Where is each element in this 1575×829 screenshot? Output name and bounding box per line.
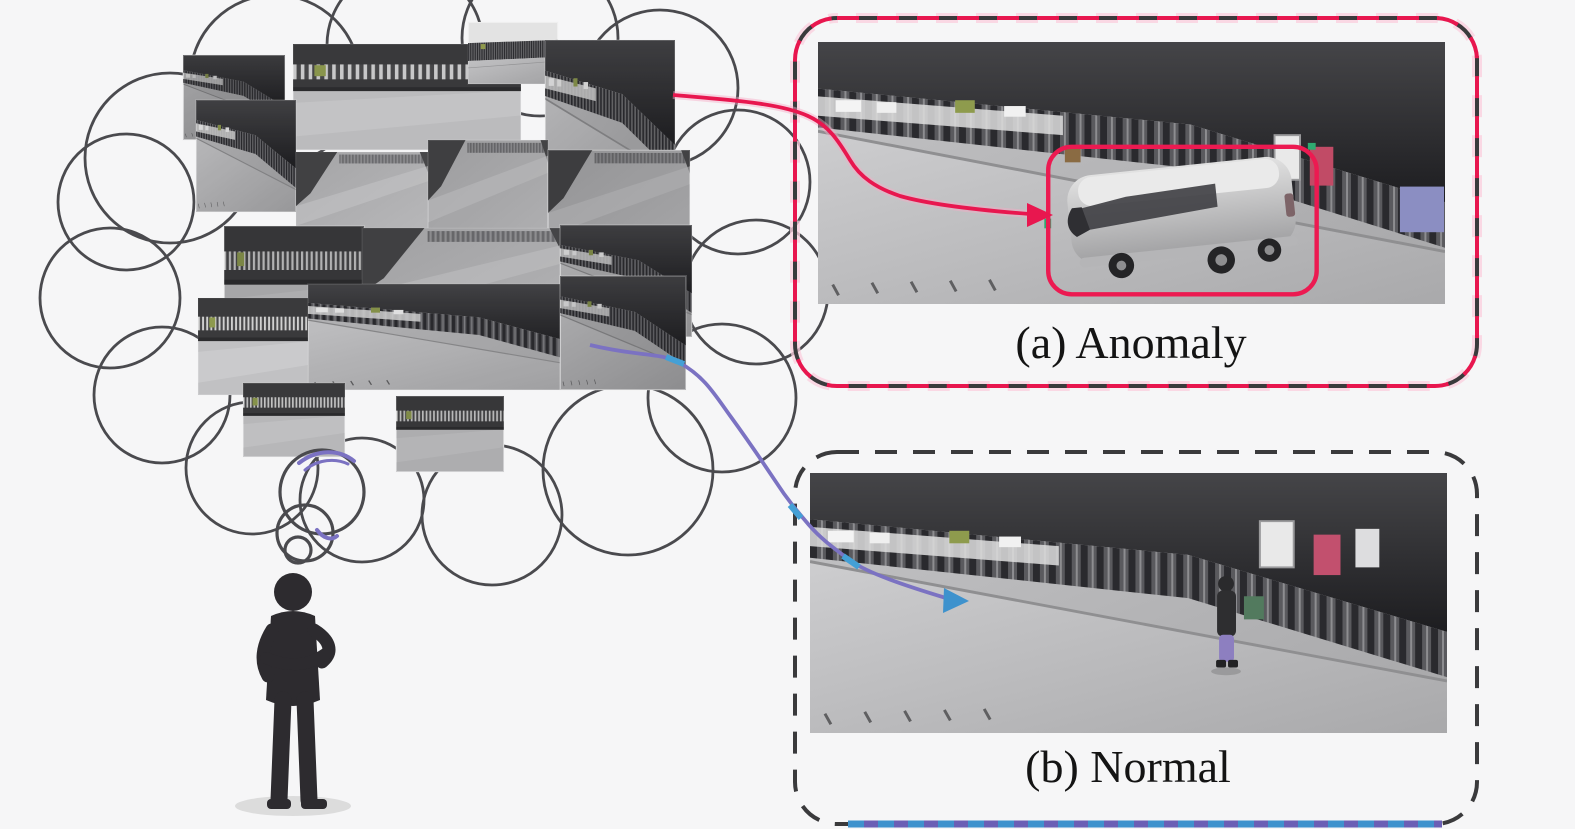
thought-trail-accent bbox=[297, 450, 356, 541]
thinking-person-silhouette bbox=[235, 573, 351, 816]
person-head bbox=[274, 573, 312, 611]
memory-thumbnail-collage bbox=[182, 21, 693, 473]
anomaly-arrowhead bbox=[1027, 203, 1053, 227]
surveillance-thumbnail bbox=[307, 283, 597, 391]
person-shadow bbox=[235, 796, 351, 816]
surveillance-thumbnail bbox=[467, 21, 559, 85]
anomaly-panel: (a) Anomaly bbox=[790, 13, 1482, 391]
surveillance-thumbnail bbox=[195, 99, 297, 213]
surveillance-thumbnail bbox=[242, 382, 346, 458]
normal-frame bbox=[810, 473, 1447, 733]
normal-panel: (b) Normal bbox=[793, 450, 1479, 828]
surveillance-thumbnail bbox=[197, 297, 319, 396]
van-highlight-box bbox=[1046, 144, 1319, 297]
surveillance-thumbnail bbox=[395, 395, 505, 473]
anomaly-caption: (a) Anomaly bbox=[1015, 317, 1246, 368]
anomalous-van-graphic bbox=[1067, 156, 1298, 279]
normal-pointer-arrow bbox=[589, 343, 969, 613]
surveillance-thumbnail bbox=[559, 275, 687, 391]
anomaly-pointer-arrow bbox=[672, 91, 1053, 227]
normal-caption: (b) Normal bbox=[1025, 741, 1231, 792]
surveillance-thumbnail bbox=[427, 139, 549, 237]
normal-panel-border bbox=[793, 450, 1479, 826]
anomaly-panel-border-dark bbox=[793, 16, 1479, 388]
pedestrian-graphic bbox=[1211, 576, 1241, 676]
anomaly-panel-border bbox=[793, 16, 1479, 388]
anomaly-frame bbox=[818, 42, 1445, 304]
normal-arrowhead bbox=[943, 588, 969, 613]
